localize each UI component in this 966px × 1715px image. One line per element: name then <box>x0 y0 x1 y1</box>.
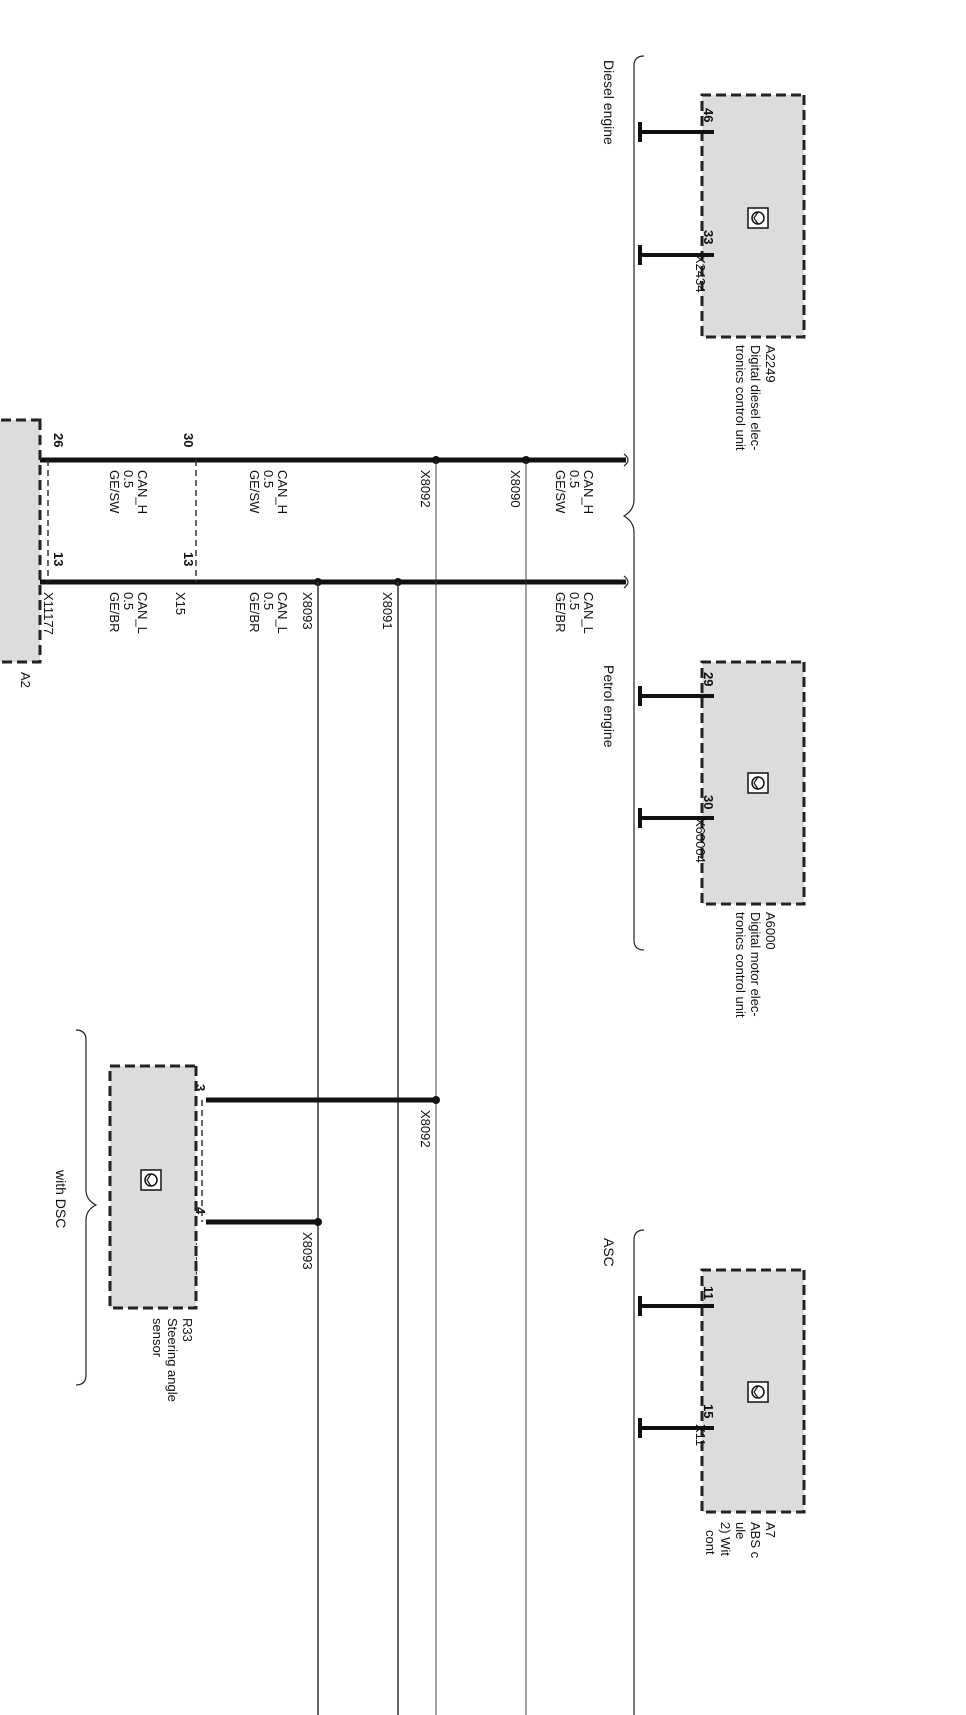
splice-label: X8091 <box>380 592 395 630</box>
splice-dot <box>314 1218 322 1226</box>
group-label-diesel: Diesel engine <box>601 60 617 145</box>
wire-name: CAN_H <box>135 470 150 514</box>
wire-label-can-h-2: CAN_H 0.5 GE/SW <box>247 470 290 514</box>
splice-label: X8090 <box>508 470 523 508</box>
group-brace-dsc: with DSC <box>53 1029 98 1386</box>
pin-stub <box>638 1296 714 1316</box>
unit-desc-line3: 2) Wit <box>718 1522 733 1556</box>
sensor-icon <box>140 1169 162 1191</box>
wire-label-can-l-2: CAN_L 0.5 GE/BR <box>247 592 290 634</box>
control-unit-icon <box>747 1381 769 1403</box>
group-brace-asc: ASC <box>601 1229 645 1715</box>
unit-desc-line2: tronics control unit <box>733 345 748 451</box>
pin-stub <box>638 808 714 828</box>
connector-label: X60004 <box>693 818 708 863</box>
splice-label: X8093 <box>300 1232 315 1270</box>
pin-number: 3 <box>193 1084 208 1091</box>
unit-desc-line4: cont <box>703 1530 718 1555</box>
wire-label-can-l-3: CAN_L 0.5 GE/BR <box>107 592 150 634</box>
unit-desc-line2: sensor <box>150 1318 165 1358</box>
pin-number: 30 <box>181 433 196 447</box>
wire-name: CAN_L <box>581 592 596 634</box>
pin-number: 15 <box>701 1404 716 1418</box>
unit-desc-line1: Digital motor elec- <box>748 912 763 1017</box>
pin-stub <box>638 686 714 706</box>
wire-color: GE/BR <box>247 592 262 632</box>
pin-number: 26 <box>51 433 66 447</box>
wire-size: 0.5 <box>261 592 276 610</box>
pin-stub <box>638 245 714 265</box>
unit-desc-line2: tronics control unit <box>733 912 748 1018</box>
connector-label: X2434 <box>693 255 708 293</box>
unit-a7: A7 ABS c ule 2) Wit cont 11 15 X11 <box>638 1268 806 1559</box>
unit-id: R33 <box>180 1318 195 1342</box>
unit-a2-box <box>0 418 42 664</box>
connector-x15: 30 13 X15 <box>173 433 197 615</box>
wire-name: CAN_L <box>275 592 290 634</box>
wire-color: GE/SW <box>553 470 568 514</box>
pin-number: 33 <box>701 230 716 244</box>
splice-label: X8092 <box>418 470 433 508</box>
pin-number: 30 <box>701 795 716 809</box>
wire-size: 0.5 <box>121 592 136 610</box>
splice-dot <box>432 1096 440 1104</box>
wire-size: 0.5 <box>121 470 136 488</box>
pin-stub <box>638 122 714 142</box>
unit-desc-line1: ABS c <box>748 1522 763 1559</box>
pin-stub <box>638 1418 714 1438</box>
group-label-dsc: with DSC <box>53 1169 69 1228</box>
unit-desc-line2: ule <box>733 1522 748 1539</box>
wire-label-can-l-1: CAN_L 0.5 GE/BR <box>553 592 596 634</box>
wire-color: GE/SW <box>107 470 122 514</box>
wire-color: GE/SW <box>247 470 262 514</box>
unit-id: A7 <box>763 1522 778 1538</box>
group-label-petrol: Petrol engine <box>601 665 617 748</box>
unit-a6000: A6000 Digital motor elec- tronics contro… <box>638 660 806 1018</box>
wire-size: 0.5 <box>567 592 582 610</box>
unit-id: A6000 <box>763 912 778 950</box>
wire-name: CAN_L <box>135 592 150 634</box>
splice-label: X8093 <box>300 592 315 630</box>
pin-number: 29 <box>701 672 716 686</box>
control-unit-icon <box>747 207 769 229</box>
pin-number: 46 <box>701 108 716 122</box>
unit-r33: 3 4 X18029 R33 Steering angle sensor <box>108 1064 208 1402</box>
wire-size: 0.5 <box>567 470 582 488</box>
group-brace-diesel: Diesel engine <box>601 55 645 951</box>
connector-label: X15 <box>173 592 188 615</box>
unit-desc-line1: Steering angle <box>165 1318 180 1402</box>
unit-a2: 26 13 X11177 A2 <box>0 418 66 688</box>
wire-name: CAN_H <box>275 470 290 514</box>
unit-id: A2 <box>18 672 33 688</box>
pin-number: 13 <box>51 552 66 566</box>
pin-number: 11 <box>701 1286 716 1300</box>
wire-label-can-h-3: CAN_H 0.5 GE/SW <box>107 470 150 514</box>
splice-label: X8092 <box>418 1110 433 1148</box>
group-label-asc: ASC <box>601 1238 617 1267</box>
wire-size: 0.5 <box>261 470 276 488</box>
unit-desc-line1: Digital diesel elec- <box>748 345 763 451</box>
wire-label-can-h-1: CAN_H 0.5 GE/SW <box>553 470 596 514</box>
control-unit-icon <box>747 772 769 794</box>
unit-a2249: A2249 Digital diesel elec- tronics contr… <box>638 93 806 451</box>
unit-id: A2249 <box>763 345 778 383</box>
connector-label: X11177 <box>41 592 56 635</box>
wire-color: GE/BR <box>553 592 568 632</box>
pin-number: 4 <box>193 1207 208 1215</box>
pin-number: 13 <box>181 552 196 566</box>
wire-color: GE/BR <box>107 592 122 632</box>
wire-name: CAN_H <box>581 470 596 514</box>
